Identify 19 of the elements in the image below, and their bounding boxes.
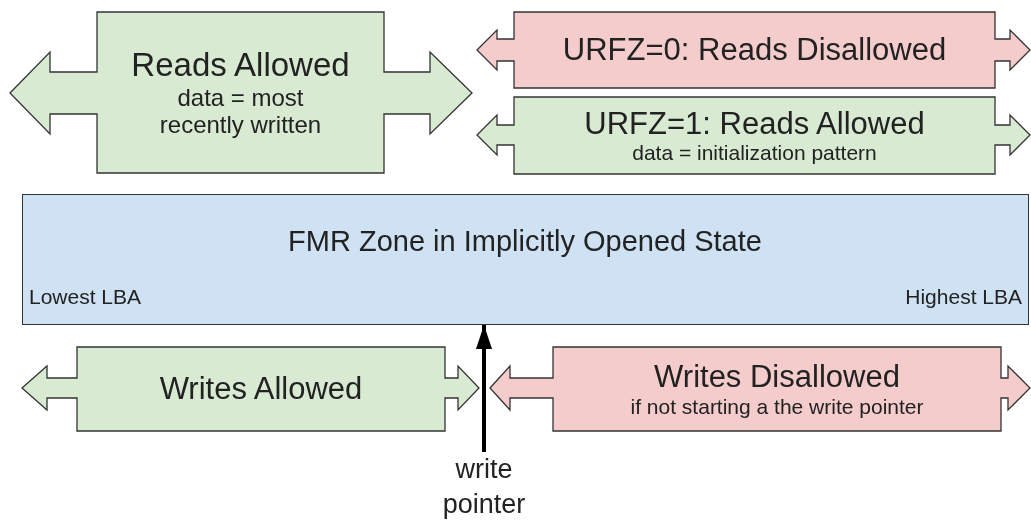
double-arrow-box [477, 97, 1030, 174]
description: data = most recently written [158, 83, 323, 140]
zone-title: FMR Zone in Implicitly Opened State [287, 225, 763, 258]
double-arrow-box [490, 347, 1030, 431]
range-label: Highest LBA [905, 285, 1022, 309]
heading: Writes Allowed [159, 371, 363, 407]
heading: Writes Disallowed [654, 359, 900, 395]
heading: URFZ=0: Reads Disallowed [562, 32, 947, 68]
pointer-label: write pointer [414, 452, 554, 530]
zone-box [22, 194, 1029, 325]
heading: URFZ=1: Reads Allowed [584, 105, 925, 142]
description: data = initialization pattern [632, 141, 877, 166]
description: if not starting a the write pointer [630, 394, 924, 419]
arrow [476, 325, 492, 452]
double-arrow-box [477, 12, 1030, 88]
heading: Reads Allowed [131, 45, 350, 84]
double-arrow-box [22, 347, 479, 431]
double-arrow-box [10, 12, 472, 173]
range-label: Lowest LBA [29, 285, 142, 309]
